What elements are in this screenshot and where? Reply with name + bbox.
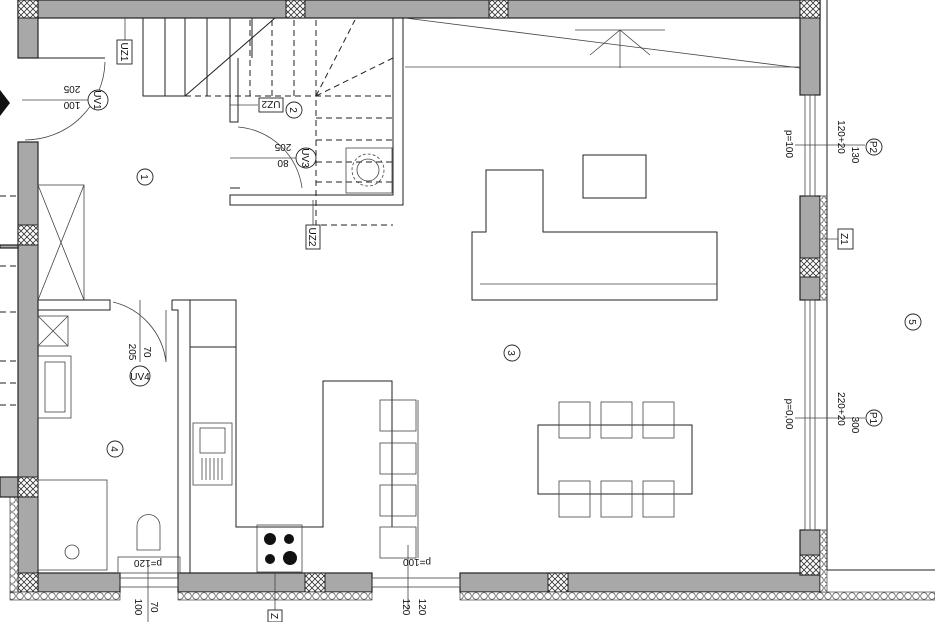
svg-text:80: 80 bbox=[277, 157, 289, 168]
svg-text:205: 205 bbox=[126, 344, 137, 361]
svg-text:2: 2 bbox=[287, 107, 298, 113]
svg-text:P2: P2 bbox=[867, 141, 878, 154]
kitchen bbox=[190, 299, 419, 610]
svg-text:UZ2: UZ2 bbox=[261, 98, 280, 109]
svg-text:4: 4 bbox=[108, 446, 119, 452]
svg-text:P1: P1 bbox=[867, 412, 878, 425]
room-5-marker: 5 bbox=[904, 313, 922, 331]
svg-text:100: 100 bbox=[132, 599, 143, 616]
svg-text:p=0,00: p=0,00 bbox=[783, 399, 794, 430]
window-tag-p2: P2 120+20 130 p=100 bbox=[783, 120, 883, 164]
svg-text:70: 70 bbox=[148, 601, 159, 613]
room-2-marker: 2 bbox=[285, 101, 303, 119]
svg-text:130: 130 bbox=[849, 147, 860, 164]
kitchen-sink bbox=[192, 422, 233, 486]
shower bbox=[37, 479, 108, 571]
svg-text:UV3: UV3 bbox=[299, 148, 310, 168]
room-3-marker: 3 bbox=[503, 344, 521, 362]
svg-text:1: 1 bbox=[138, 174, 149, 180]
stove bbox=[256, 524, 303, 573]
door-tag-uv4: UV4 70 205 bbox=[126, 344, 152, 387]
svg-text:3: 3 bbox=[505, 350, 516, 356]
svg-text:120: 120 bbox=[400, 599, 411, 616]
svg-text:p=100: p=100 bbox=[403, 556, 432, 567]
svg-text:p=100: p=100 bbox=[783, 130, 794, 159]
door-uv3[interactable] bbox=[230, 126, 303, 189]
svg-text:220+20: 220+20 bbox=[835, 392, 846, 426]
tag-z1: Z1 bbox=[837, 228, 854, 250]
tag-z: Z bbox=[267, 609, 283, 622]
door-tag-uv1: UV1 205 100 bbox=[63, 83, 109, 111]
wardrobe bbox=[0, 184, 85, 406]
windows bbox=[119, 17, 816, 588]
svg-text:120+20: 120+20 bbox=[835, 120, 846, 154]
svg-text:UV1: UV1 bbox=[91, 90, 102, 110]
washbasin bbox=[37, 355, 72, 419]
toilet bbox=[136, 514, 161, 551]
svg-text:100: 100 bbox=[63, 99, 80, 110]
entrance-door[interactable] bbox=[0, 57, 106, 141]
dining-table bbox=[537, 424, 693, 495]
room-1-marker: 1 bbox=[136, 168, 154, 186]
svg-text:UZ1: UZ1 bbox=[118, 43, 129, 62]
tag-uz2-side: UZ2 bbox=[305, 224, 321, 250]
bottom-window-2: p=100 120 120 bbox=[400, 556, 431, 616]
svg-text:5: 5 bbox=[906, 319, 917, 325]
svg-text:205: 205 bbox=[274, 141, 291, 152]
svg-text:Z1: Z1 bbox=[838, 233, 849, 245]
window-tag-p1: P1 220+20 300 p=0,00 bbox=[783, 392, 883, 434]
svg-text:120: 120 bbox=[416, 599, 427, 616]
svg-text:Z: Z bbox=[268, 613, 279, 619]
svg-text:UZ2: UZ2 bbox=[306, 228, 317, 247]
svg-text:70: 70 bbox=[141, 346, 152, 358]
bathroom bbox=[37, 299, 191, 574]
door-tag-uv3: UV3 205 80 bbox=[274, 141, 317, 169]
svg-text:300: 300 bbox=[849, 417, 860, 434]
tag-uz2-top: UZ2 bbox=[258, 97, 284, 113]
bottom-window-1: p=120 70 100 bbox=[132, 557, 162, 622]
tag-uz1: UZ1 bbox=[116, 39, 133, 65]
staircase bbox=[124, 17, 404, 226]
svg-text:UV4: UV4 bbox=[130, 372, 150, 383]
room-4-marker: 4 bbox=[106, 440, 124, 458]
living-area bbox=[471, 144, 865, 518]
svg-text:205: 205 bbox=[63, 83, 80, 94]
